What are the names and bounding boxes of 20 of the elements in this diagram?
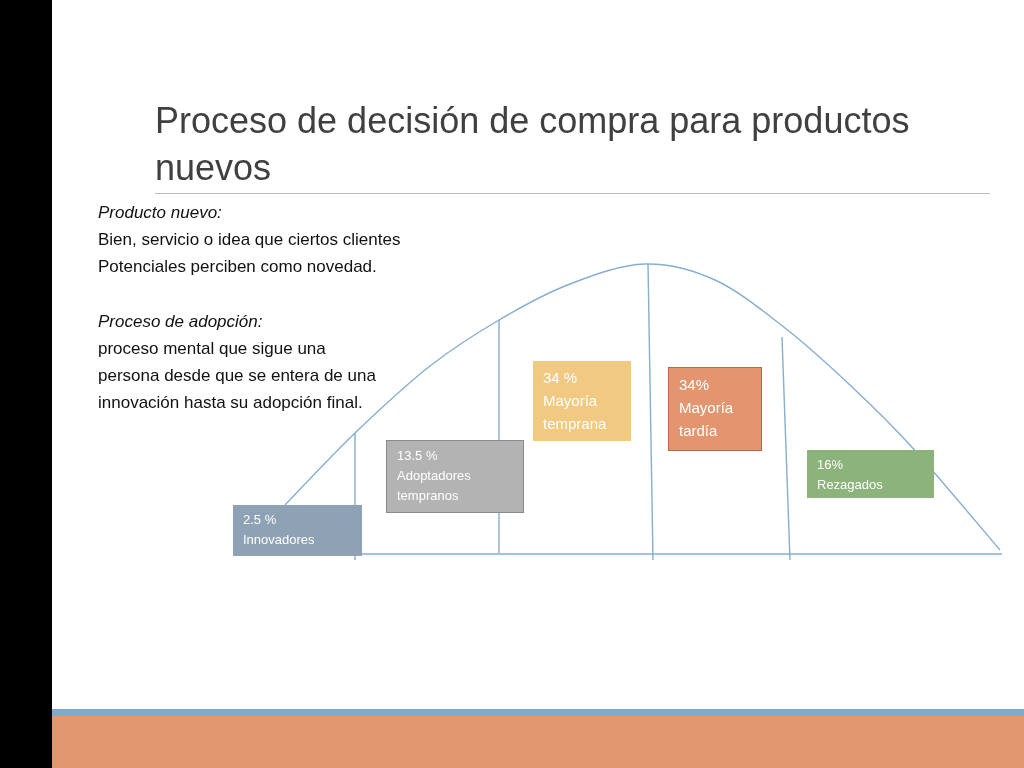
category-box bbox=[533, 361, 631, 441]
category-label: Innovadores bbox=[243, 531, 316, 549]
term-heading: Producto nuevo: bbox=[98, 202, 223, 224]
category-label: Rezagados bbox=[817, 476, 884, 494]
slide-title: Proceso de decisión de compra para productos nuevos bbox=[155, 99, 911, 190]
category-label: Adoptadores tempranos bbox=[397, 467, 472, 505]
category-box bbox=[386, 440, 524, 513]
percentage-label: 16% bbox=[817, 456, 845, 474]
category-label: Mayoría temprana bbox=[543, 391, 608, 434]
category-box bbox=[233, 505, 362, 556]
percentage-label: 34% bbox=[679, 375, 711, 395]
percentage-label: 2.5 % bbox=[243, 511, 278, 529]
term-heading: Proceso de adopción: bbox=[98, 311, 264, 333]
category-label: Mayoría tardía bbox=[679, 398, 735, 441]
category-box bbox=[807, 450, 934, 498]
percentage-label: 34 % bbox=[543, 368, 579, 388]
percentage-label: 13.5 % bbox=[397, 447, 439, 465]
definition-text: Bien, servicio o idea que ciertos clientes Potenciales perciben como novedad. bbox=[98, 229, 402, 278]
category-box bbox=[668, 367, 762, 451]
definition-text: proceso mental que sigue una persona desde que se entera de una innovación hasta su adopción final. bbox=[98, 338, 377, 414]
